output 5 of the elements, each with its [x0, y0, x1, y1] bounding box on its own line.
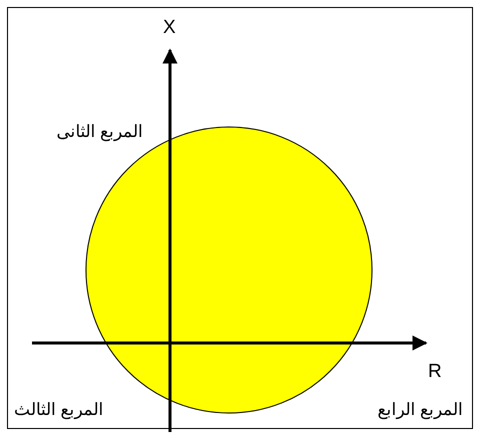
axis-label: R [428, 362, 442, 382]
quadrant-label: المربع الرابع [377, 400, 463, 420]
axis-label: X [163, 18, 176, 38]
quadrant-label: المربع الثالث [14, 400, 104, 420]
quadrant-label: المربع الثانى [56, 122, 143, 142]
